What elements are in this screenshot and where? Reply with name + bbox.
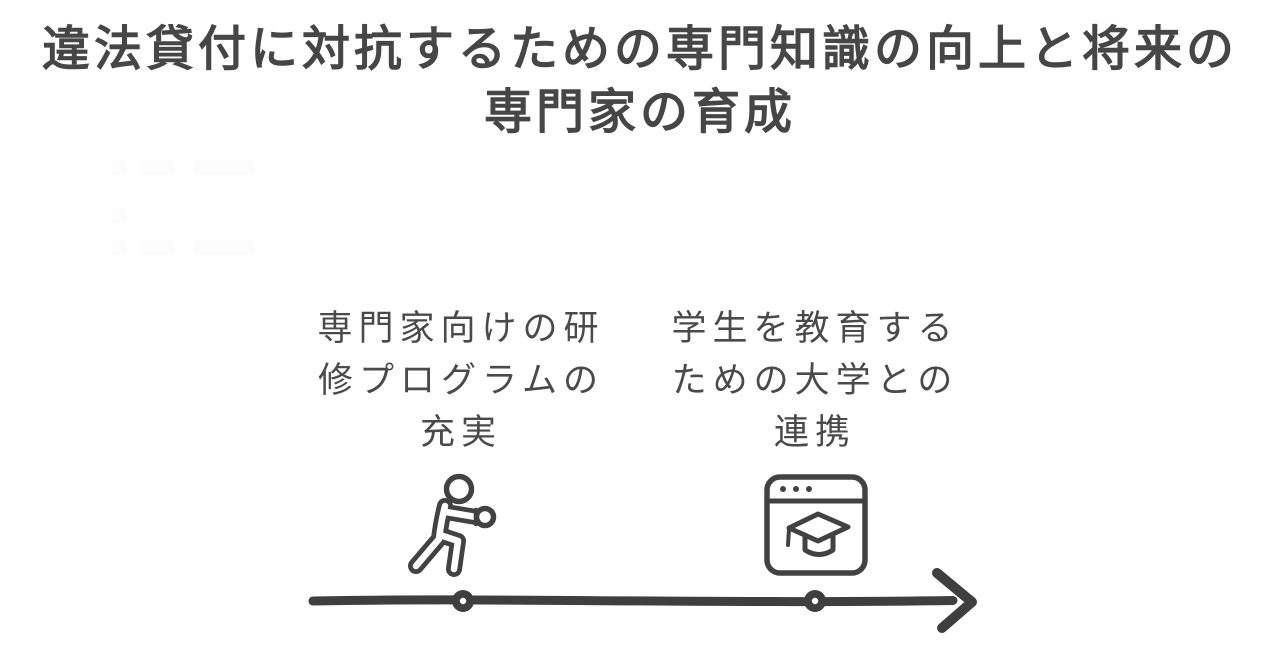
ghost-block xyxy=(193,160,255,175)
ghost-block xyxy=(193,240,255,255)
timeline-node-1 xyxy=(452,590,474,612)
milestone-training-label: 専門家向けの研修プログラムの充実 xyxy=(317,309,605,452)
online-education-icon xyxy=(764,474,868,576)
ghost-block xyxy=(112,160,127,175)
timeline-node-2 xyxy=(804,590,826,612)
milestone-university-label: 学生を教育するための大学との連携 xyxy=(671,309,959,452)
ghost-block xyxy=(112,208,127,223)
ghost-block xyxy=(143,160,175,175)
ghost-block xyxy=(143,240,175,255)
arrowhead xyxy=(932,568,977,633)
boxer-icon xyxy=(408,473,497,577)
page-title: 違法貸付に対抗するための専門知識の向上と将来の専門家の育成 xyxy=(41,23,1238,139)
ghost-block xyxy=(112,240,127,255)
timeline-arrow xyxy=(308,568,977,633)
timeline-line xyxy=(308,595,958,607)
